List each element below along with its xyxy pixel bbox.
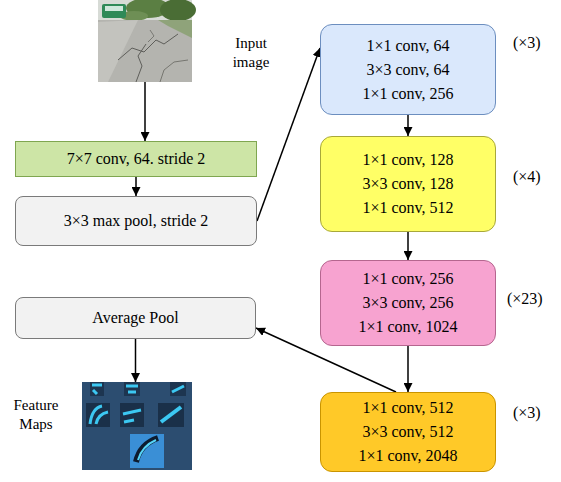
layer-label: 1×1 conv, 512 [362, 196, 453, 220]
tile-ground [124, 382, 140, 396]
road-photo [98, 0, 196, 82]
feature-tile [130, 434, 164, 468]
repeat-count: (×3) [513, 31, 541, 55]
image-node: Feature Maps [82, 382, 192, 470]
layer-label: Average Pool [92, 306, 178, 330]
feature-tile [158, 403, 184, 427]
tile-pattern [90, 406, 108, 424]
layer-label: 1×1 conv, 512 [362, 396, 453, 420]
layer-box: 1×1 conv, 1283×3 conv, 1281×1 conv, 512(… [320, 136, 496, 232]
tile-pattern [138, 440, 156, 460]
feature-tile [120, 403, 144, 427]
layer-box: 1×1 conv, 643×3 conv, 641×1 conv, 256(×3… [320, 24, 496, 115]
layer-box: 1×1 conv, 2563×3 conv, 2561×1 conv, 1024… [320, 260, 496, 346]
tile-ground [170, 382, 186, 396]
layer-label: 1×1 conv, 2048 [358, 444, 457, 468]
layer-label: 1×1 conv, 1024 [358, 315, 457, 339]
layer-box: 1×1 conv, 5123×3 conv, 5121×1 conv, 2048… [320, 392, 496, 472]
tile-ground [120, 403, 144, 427]
tile-ground [158, 403, 184, 427]
photo-crack [160, 60, 188, 82]
repeat-count: (×4) [513, 165, 541, 189]
feature-tile [90, 382, 104, 396]
photo-road [98, 20, 192, 82]
image-label: Feature Maps [6, 396, 66, 434]
feature-map-ground [82, 382, 192, 470]
image-label: Input image [218, 34, 284, 72]
flow-arrow [144, 82, 146, 141]
layer-label: 3×3 conv, 256 [362, 291, 453, 315]
layer-box: 3×3 max pool, stride 2 [15, 196, 257, 246]
flow-arrow [407, 232, 409, 260]
photo-bus-window [105, 6, 123, 11]
photo-crack [118, 34, 178, 60]
tile-pattern [161, 407, 181, 422]
layer-box: Average Pool [15, 297, 256, 339]
flow-arrow [407, 346, 409, 392]
feature-tile [170, 382, 186, 396]
flow-arrow [135, 177, 137, 196]
layer-label: 1×1 conv, 128 [362, 148, 453, 172]
tile-pattern [123, 410, 141, 422]
photo-tree [160, 0, 196, 21]
layer-label: 7×7 conv, 64. stride 2 [67, 147, 206, 171]
layer-label: 3×3 conv, 64 [366, 58, 449, 82]
photo-crack [136, 44, 146, 82]
layer-box: 7×7 conv, 64. stride 2 [15, 141, 257, 177]
tile-pattern [126, 386, 138, 392]
tile-ground [86, 403, 110, 427]
tile-pattern [136, 438, 158, 462]
tile-pattern [172, 386, 184, 392]
feature-tile [124, 382, 140, 396]
tile-pattern [92, 385, 102, 394]
image-node: Input image [98, 0, 192, 82]
layer-label: 1×1 conv, 256 [362, 82, 453, 106]
repeat-count: (×3) [513, 401, 541, 425]
feature-tile [86, 403, 110, 427]
layer-label: 3×3 max pool, stride 2 [64, 209, 209, 233]
feature-map-picture [82, 382, 192, 470]
photo-curb [98, 20, 138, 82]
layer-label: 1×1 conv, 256 [362, 267, 453, 291]
flow-arrow [135, 339, 137, 382]
photo-bus [102, 4, 126, 18]
tile-ground [90, 382, 104, 396]
flow-arrow [257, 48, 320, 221]
repeat-count: (×23) [507, 287, 543, 311]
layer-label: 3×3 conv, 128 [362, 172, 453, 196]
photo-verge [158, 20, 192, 38]
layer-label: 3×3 conv, 512 [362, 420, 453, 444]
photo-crack [148, 30, 154, 42]
tile-ground [130, 434, 164, 468]
layer-label: 1×1 conv, 64 [366, 34, 449, 58]
flow-arrow [407, 115, 409, 136]
